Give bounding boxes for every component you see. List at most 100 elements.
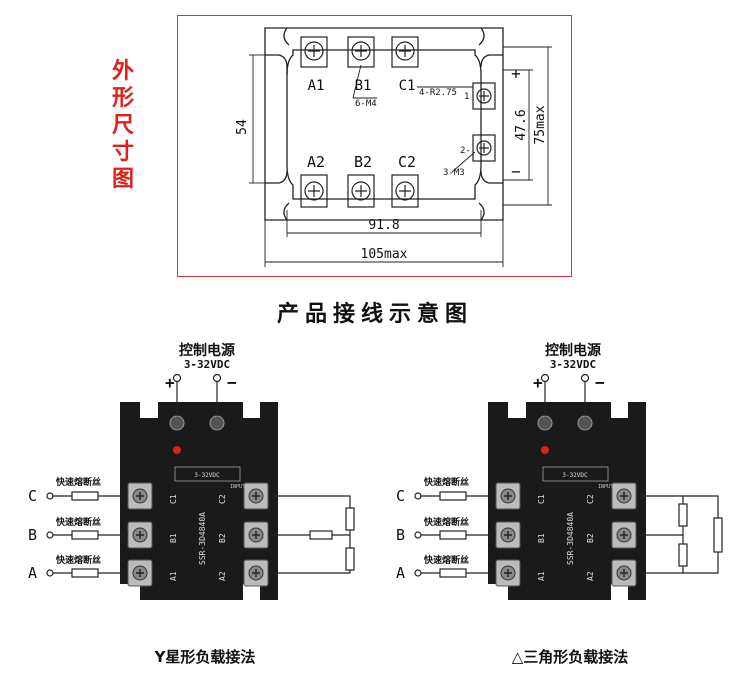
wiring-diagram-title: 产品接线示意图: [276, 302, 473, 327]
left-control-terminal-plus: [169, 415, 185, 431]
control-terminal-2-block: [472, 134, 496, 162]
left-label-c2: C2: [218, 494, 227, 504]
right-fuse-label-b: 快速熔断丝: [424, 516, 469, 528]
note-mount: 4-R2.75: [419, 88, 457, 98]
right-wiring-diagram: + − 3-32VDC INPUT C1 B1 A1 C2 B2 A2 SSR-…: [396, 373, 723, 600]
right-model: SSR-3D4840A: [566, 512, 575, 565]
mount-slot-top-right: [480, 54, 503, 68]
label-a1: A1: [308, 78, 325, 94]
left-plus: +: [165, 373, 175, 392]
terminal-block-c2: [391, 174, 419, 208]
right-caption: △三角形负载接法: [511, 648, 629, 666]
right-input-text: 3-32VDC: [562, 472, 588, 479]
dim-91-8: 91.8: [368, 218, 399, 233]
screw-a1: [304, 41, 324, 61]
left-status-led: [173, 446, 181, 454]
control-terminal-1-block: [472, 82, 496, 110]
right-input-label: INPUT: [598, 484, 613, 490]
right-control-title: 控制电源: [545, 343, 601, 359]
dim-54: 54: [235, 119, 250, 135]
right-label-c2: C2: [586, 494, 595, 504]
left-label-a1: A1: [169, 571, 178, 581]
screw-c2: [395, 181, 415, 201]
right-load-3: [713, 517, 723, 553]
right-fuse-a: [439, 568, 467, 578]
control-terminal-1-label: 1: [464, 92, 469, 102]
left-phase-c: C: [28, 487, 37, 505]
right-phase-c: C: [396, 487, 405, 505]
label-c1: C1: [399, 78, 416, 94]
note-screws: 6-M4: [355, 99, 377, 109]
right-label-a2: A2: [586, 571, 595, 581]
right-phase-a: A: [396, 564, 405, 582]
right-status-led: [541, 446, 549, 454]
left-model: SSR-3D4840A: [198, 512, 207, 565]
dim-47-6: 47.6: [514, 109, 529, 140]
left-fuse-b: [71, 530, 99, 540]
right-load-1: [678, 503, 688, 527]
label-c2: C2: [398, 153, 416, 171]
terminal-block-a2: [300, 174, 328, 208]
label-b1: B1: [355, 78, 372, 94]
right-control-terminal-minus: [577, 415, 593, 431]
outline-dimension-drawing: A1 B1 C1 A2 B2 C2 6-M4 4-R2.75 1 2- 3-M3…: [235, 27, 552, 267]
screw-a2: [304, 181, 324, 201]
label-b2: B2: [354, 153, 372, 171]
label-a2: A2: [307, 153, 325, 171]
left-phase-b: B: [28, 526, 37, 544]
terminal-block-a1: [300, 36, 328, 68]
left-fuse-label-a: 快速熔断丝: [56, 554, 101, 566]
right-label-b1: B1: [537, 533, 546, 543]
right-control-terminal-plus: [537, 415, 553, 431]
left-input-text: 3-32VDC: [194, 472, 220, 479]
left-wiring-diagram: + − 3-32VDC INPUT C1 B1 A1 C2 B2 A2 SSR-…: [28, 373, 355, 600]
plus-sign: +: [511, 64, 521, 83]
left-minus: −: [227, 373, 237, 392]
right-label-c1: C1: [537, 494, 546, 504]
control-terminal-2-label: 2-: [460, 146, 471, 156]
terminal-block-b2: [347, 174, 375, 208]
left-phase-a: A: [28, 564, 37, 582]
relay-body-right: [488, 402, 646, 600]
left-fuse-a: [71, 568, 99, 578]
right-fuse-label-c: 快速熔断丝: [424, 476, 469, 488]
terminal-block-c1: [391, 36, 419, 68]
note-ctrl-screws: 3-M3: [443, 168, 465, 178]
left-control-voltage: 3-32VDC: [183, 358, 231, 371]
left-label-c1: C1: [169, 494, 178, 504]
left-fuse-c: [71, 491, 99, 501]
mount-slot-bottom-right: [480, 170, 503, 184]
left-control-title: 控制电源: [179, 343, 235, 359]
right-control-voltage: 3-32VDC: [549, 358, 597, 371]
right-phase-b: B: [396, 526, 405, 544]
left-load-c: [345, 507, 355, 531]
right-minus: −: [595, 373, 605, 392]
dim-105: 105max: [361, 247, 408, 262]
dim-75: 75max: [533, 105, 548, 144]
left-fuse-label-b: 快速熔断丝: [56, 516, 101, 528]
terminal-block-b1: [347, 36, 375, 68]
left-label-b2: B2: [218, 533, 227, 543]
left-label-b1: B1: [169, 533, 178, 543]
right-fuse-label-a: 快速熔断丝: [424, 554, 469, 566]
right-plus: +: [533, 373, 543, 392]
right-fuse-c: [439, 491, 467, 501]
left-input-label: INPUT: [230, 484, 245, 490]
left-caption: Y星形负载接法: [154, 648, 256, 666]
screw-b1: [351, 41, 371, 61]
screw-c1: [395, 41, 415, 61]
relay-body-left: [120, 402, 278, 600]
left-label-a2: A2: [218, 571, 227, 581]
right-label-a1: A1: [537, 571, 546, 581]
left-fuse-label-c: 快速熔断丝: [56, 476, 101, 488]
screw-b2: [351, 181, 371, 201]
right-load-2: [678, 543, 688, 567]
mount-slot-bottom-left: [265, 170, 288, 184]
left-load-a: [345, 547, 355, 571]
left-load-b: [309, 530, 333, 540]
dimension-drawing-frame: [177, 15, 572, 277]
right-label-b2: B2: [586, 533, 595, 543]
outline-dimension-title: 外形尺寸图: [111, 59, 134, 192]
left-control-terminal-minus: [209, 415, 225, 431]
right-fuse-b: [439, 530, 467, 540]
